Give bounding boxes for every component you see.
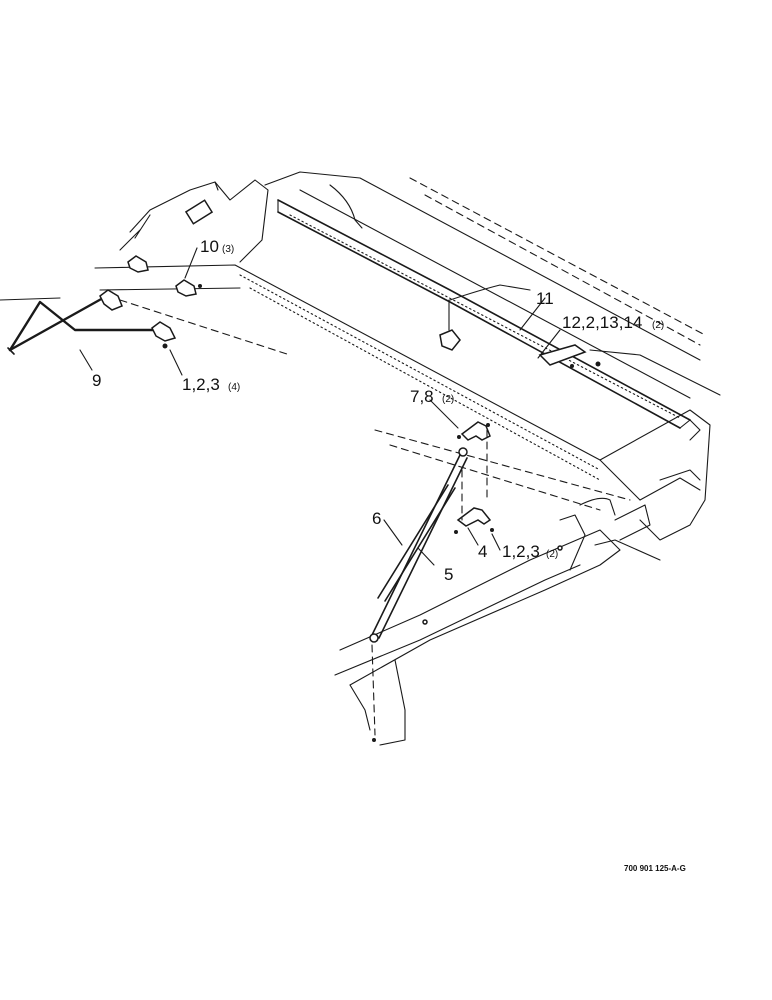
brace-item-6 [369,447,468,643]
callout-12-qty: (2) [652,320,664,331]
callout-4: 4 [478,542,487,561]
frame-hole [422,619,428,625]
decal-shield [439,299,461,351]
callout-12: 12,2,13,14 [562,313,642,332]
clamp-upper [457,421,491,501]
document-id: 700 901 125-A-G [624,864,686,873]
clamp-lower [454,469,494,534]
callout-7-8: 7,8 [410,387,434,406]
rail-bracket [538,344,601,368]
housing-window [184,199,214,225]
callout-10: 10 [200,237,219,256]
header-frame [0,171,721,746]
rod-item-9 [7,291,162,355]
callout-1-2-3-right-qty: (2) [546,549,558,560]
callout-1-2-3-left-qty: (4) [228,382,240,393]
rod-clips [99,255,202,349]
callout-7-8-qty: (2) [442,394,454,405]
callout-10-qty: (3) [222,244,234,255]
callout-labels: 9 10 (3) 1,2,3 (4) 11 12,2,13,14 (2) 7,8… [92,237,664,584]
callout-5: 5 [444,565,453,584]
callout-6: 6 [372,509,381,528]
bottom-bolt [371,644,376,742]
callout-1-2-3-left: 1,2,3 [182,375,220,394]
frame-hole [557,545,563,551]
leader-lines [79,247,561,566]
callout-1-2-3-right: 1,2,3 [502,542,540,561]
callout-9: 9 [92,371,101,390]
brace-item-5 [377,484,456,602]
callout-11: 11 [536,289,554,308]
